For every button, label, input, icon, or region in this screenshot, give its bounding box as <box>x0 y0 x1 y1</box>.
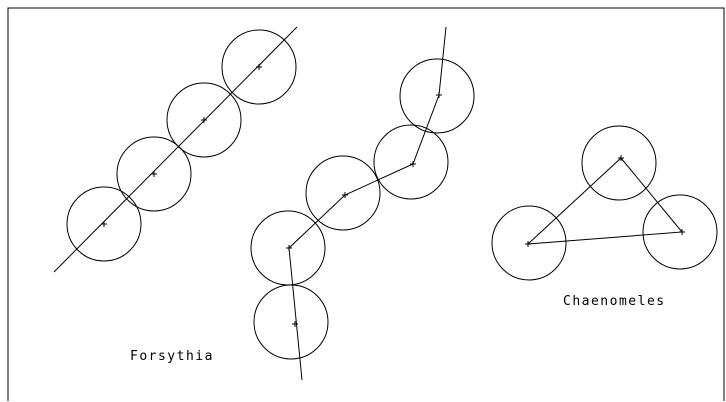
forsythia-circle <box>66 186 142 262</box>
chaenomeles-node-top <box>581 125 657 201</box>
forsythia-node-3 <box>166 82 242 158</box>
chaenomeles-label: Chaenomeles <box>563 294 666 309</box>
chaenomeles-node-left <box>491 205 567 281</box>
zigzag-circle <box>399 58 475 134</box>
zigzag-node-3 <box>305 155 381 231</box>
zigzag-node-1 <box>253 284 329 360</box>
zigzag-circle <box>305 155 381 231</box>
forsythia-circle <box>166 82 242 158</box>
chaenomeles-circle <box>642 194 718 270</box>
zigzag-node-5 <box>399 58 475 134</box>
forsythia-axis-line <box>53 26 298 273</box>
zigzag-circle <box>253 284 329 360</box>
zigzag-circle <box>373 124 449 200</box>
zigzag-node-2 <box>250 210 326 286</box>
zigzag-node-4 <box>373 124 449 200</box>
forsythia-node-1 <box>66 186 142 262</box>
forsythia-circle <box>116 136 192 212</box>
zigzag-axis-line <box>288 26 447 381</box>
zigzag-circle <box>250 210 326 286</box>
chaenomeles-group <box>491 125 718 281</box>
zigzag-group <box>250 26 475 381</box>
forsythia-label: Forsythia <box>130 349 214 364</box>
chaenomeles-circle <box>581 125 657 201</box>
forsythia-node-4 <box>221 29 297 105</box>
chaenomeles-triangle <box>526 157 683 245</box>
chaenomeles-circle <box>491 205 567 281</box>
diagram-frame <box>7 7 725 401</box>
forsythia-circle <box>221 29 297 105</box>
chaenomeles-node-right <box>642 194 718 270</box>
forsythia-node-2 <box>116 136 192 212</box>
forsythia-group <box>53 26 298 273</box>
